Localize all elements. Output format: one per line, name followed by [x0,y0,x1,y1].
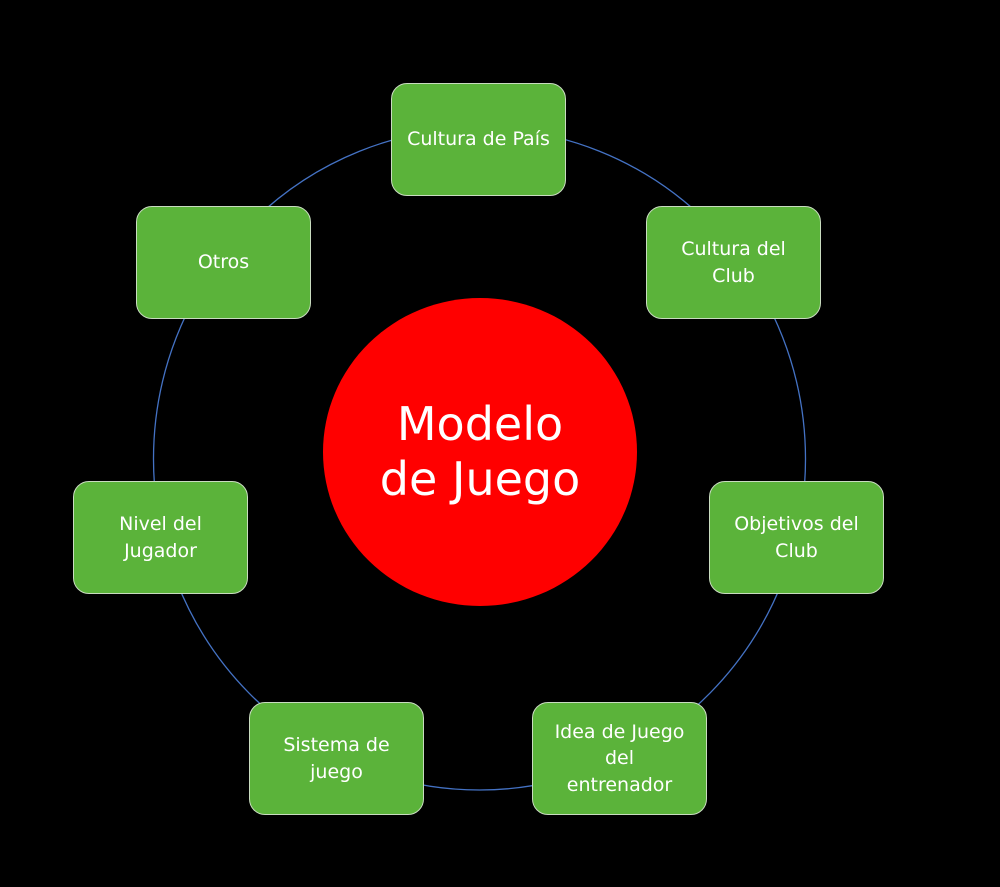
node-label: Idea de Juego del entrenador [554,720,685,796]
center-label: Modelo de Juego [379,396,581,506]
node-sistema-de-juego: Sistema de juego [249,702,424,815]
node-label: Sistema de juego [283,733,390,783]
node-otros: Otros [136,206,311,319]
node-label: Objetivos del Club [734,512,859,562]
node-label: Cultura del Club [681,237,786,287]
node-idea-de-juego: Idea de Juego del entrenador [532,702,707,815]
node-label: Nivel del Jugador [119,512,202,562]
node-objetivos-del-club: Objetivos del Club [709,481,884,594]
node-label: Otros [197,251,250,274]
node-cultura-del-club: Cultura del Club [646,206,821,319]
node-label: Cultura de País [407,128,550,151]
node-nivel-del-jugador: Nivel del Jugador [73,481,248,594]
center-circle: Modelo de Juego [323,298,637,606]
node-cultura-de-pais: Cultura de País [391,83,566,196]
